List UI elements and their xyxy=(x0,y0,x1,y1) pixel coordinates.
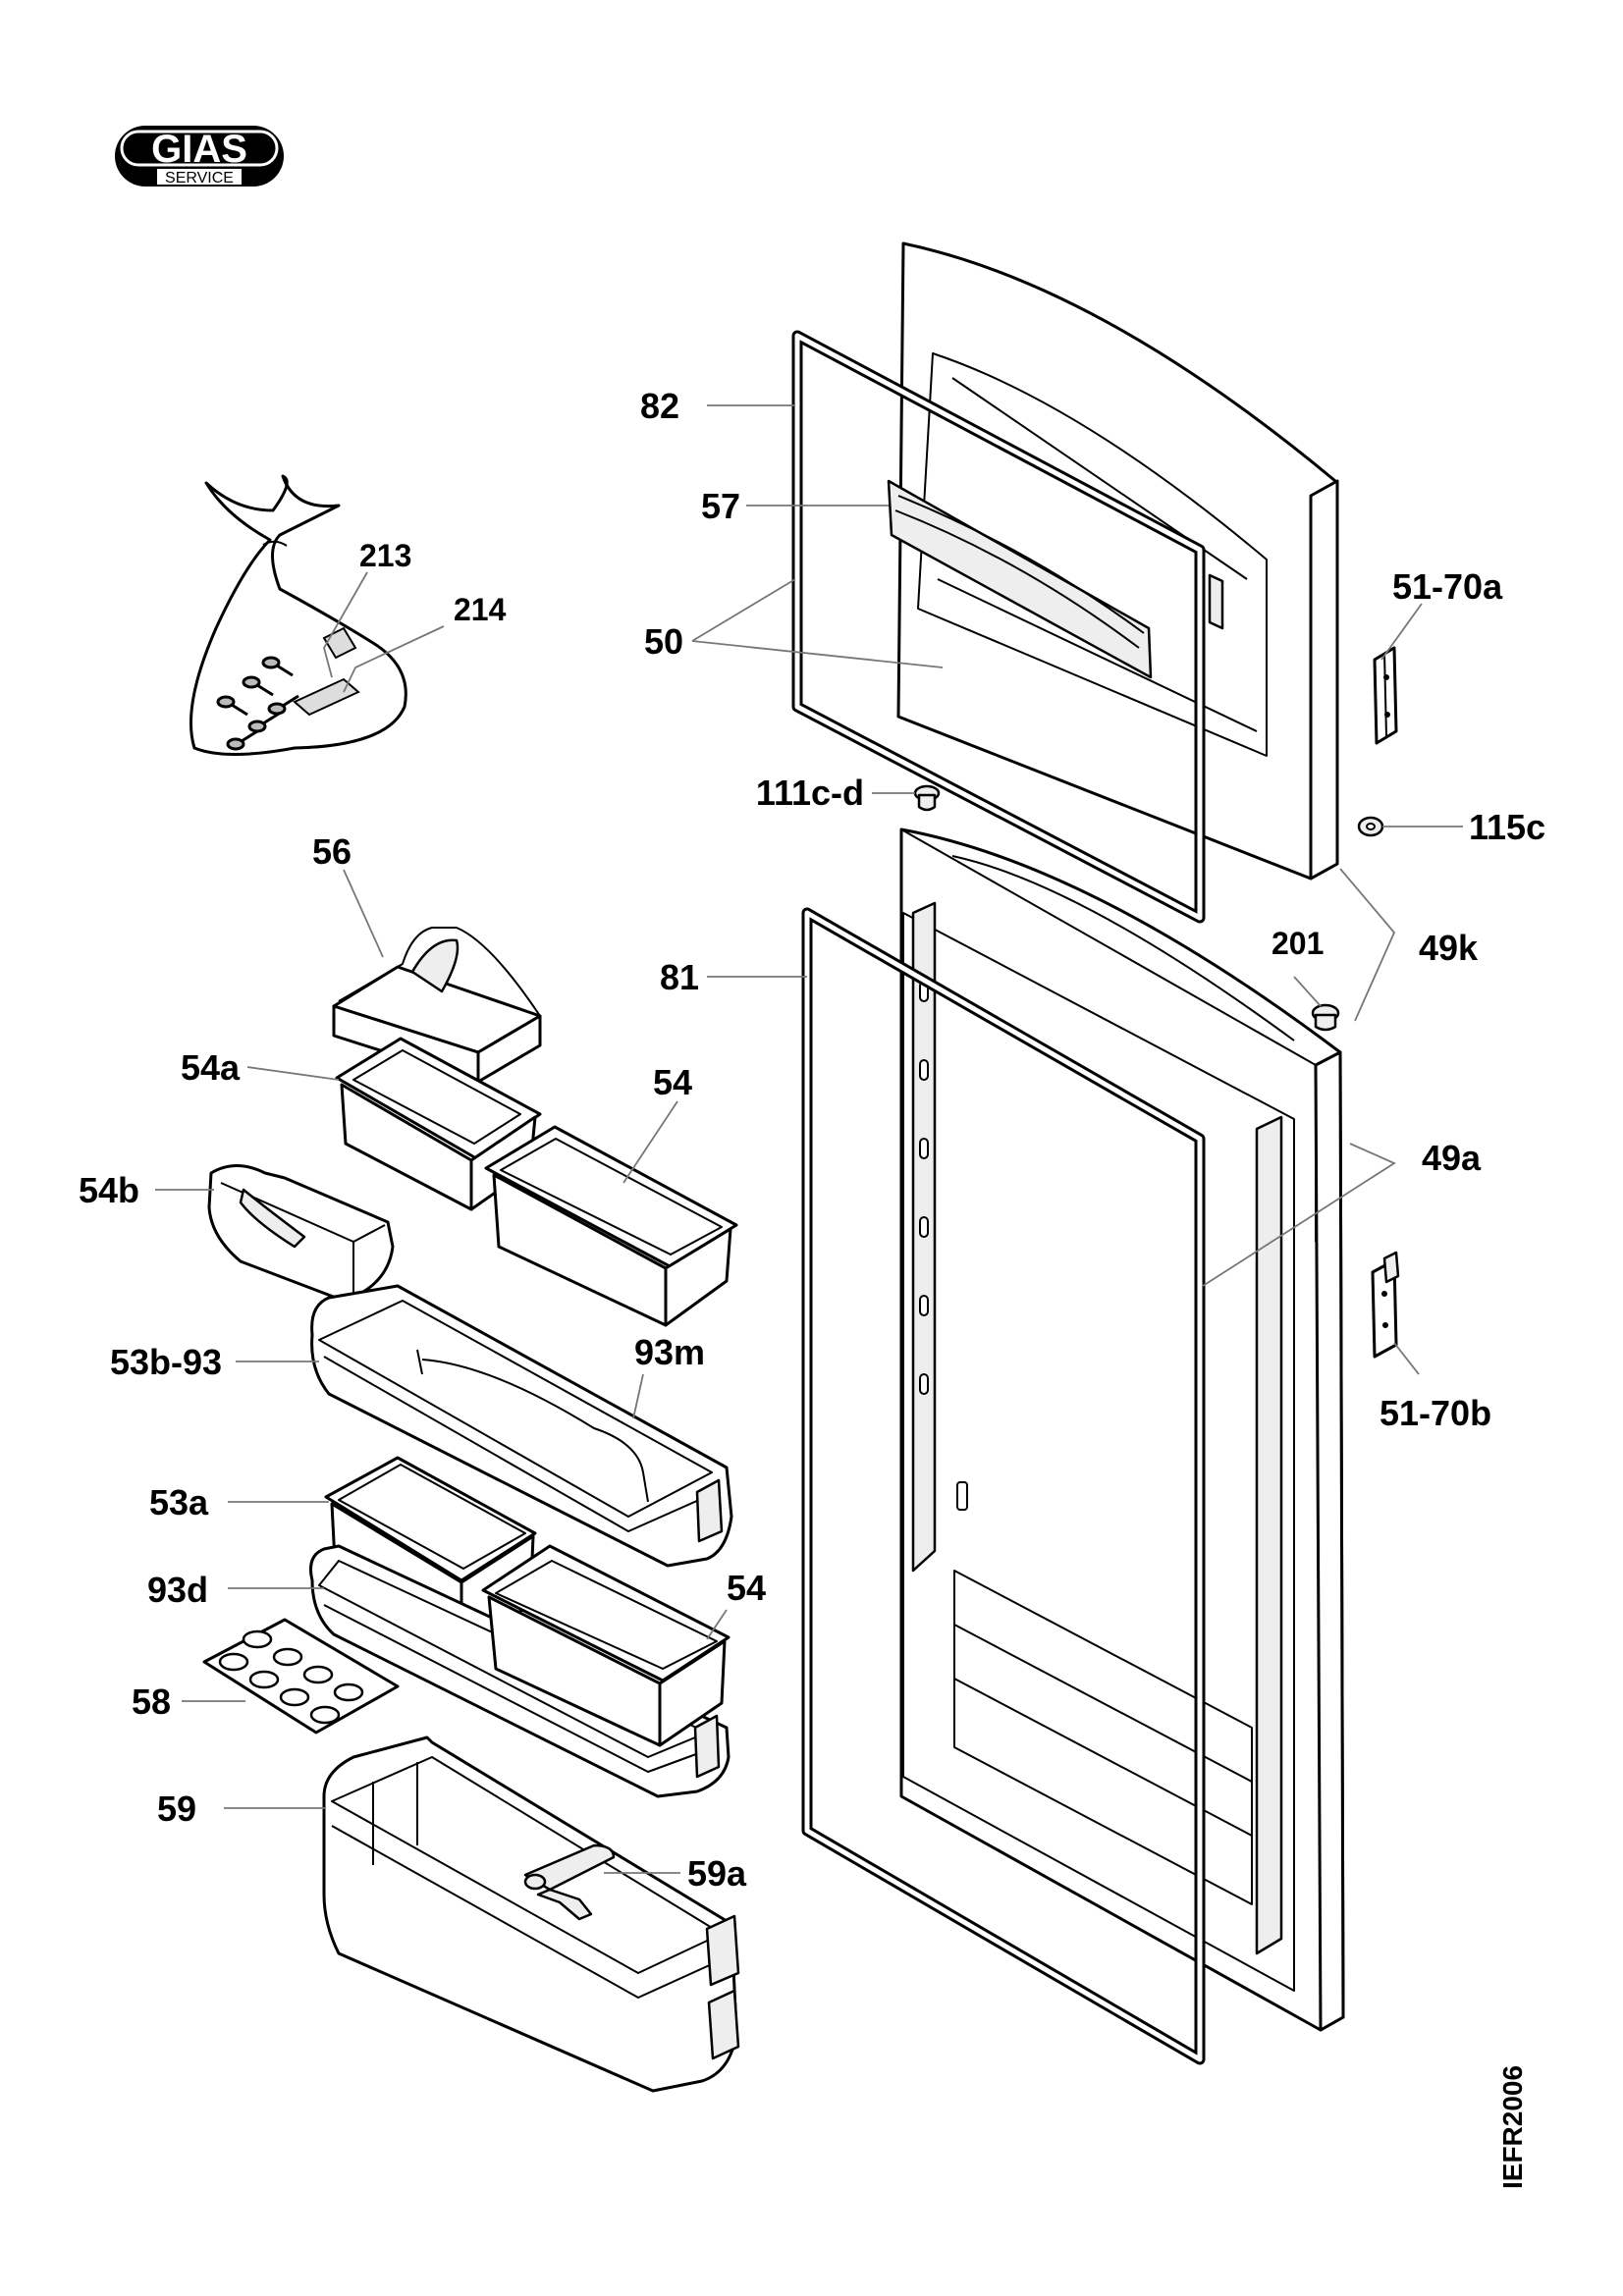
label-213: 213 xyxy=(359,538,411,573)
label-93d: 93d xyxy=(147,1570,208,1610)
label-59a: 59a xyxy=(687,1853,747,1894)
label-49k: 49k xyxy=(1419,928,1479,968)
bushing-111c-d xyxy=(913,784,941,812)
label-115c: 115c xyxy=(1469,807,1545,847)
label-111c-d: 111c-d xyxy=(756,773,864,813)
label-54a: 54a xyxy=(181,1047,241,1088)
drawing-code: IEFR2006 xyxy=(1497,2065,1528,2189)
door-shelf-53b-93 xyxy=(310,1284,733,1568)
label-53a: 53a xyxy=(149,1482,209,1522)
label-201: 201 xyxy=(1271,926,1324,961)
label-50: 50 xyxy=(644,621,683,662)
screw-bag-213-214 xyxy=(189,474,407,756)
label-54-top: 54 xyxy=(653,1062,692,1102)
label-51-70a: 51-70a xyxy=(1392,566,1503,607)
washer-115c xyxy=(1357,816,1384,837)
label-56: 56 xyxy=(312,831,352,872)
label-59: 59 xyxy=(157,1789,196,1829)
box-54-top xyxy=(484,1125,738,1327)
label-51-70b: 51-70b xyxy=(1380,1393,1491,1433)
fridge-door xyxy=(899,828,1345,2032)
freezer-door xyxy=(896,241,1339,881)
label-58: 58 xyxy=(132,1682,171,1722)
label-54-bottom: 54 xyxy=(727,1568,766,1608)
logo-tagline: SERVICE xyxy=(165,170,234,187)
bottle-shelf-59 xyxy=(322,1735,740,2093)
label-81: 81 xyxy=(660,957,699,997)
label-93m: 93m xyxy=(634,1332,705,1372)
bottle-stop-59a xyxy=(523,1843,616,1921)
label-57: 57 xyxy=(701,486,740,526)
label-49a: 49a xyxy=(1422,1138,1482,1178)
freezer-gasket-82 xyxy=(791,330,1206,924)
fridge-gasket-81 xyxy=(801,907,1206,2065)
box-54a xyxy=(335,1037,542,1211)
basket-54b xyxy=(207,1164,395,1303)
label-82: 82 xyxy=(640,386,679,426)
egg-tray-58 xyxy=(202,1618,400,1735)
part-labels: 82 57 50 51-70a 111c-d 115c 201 49k 81 4… xyxy=(79,386,1545,1894)
gias-service-logo: GIAS SERVICE xyxy=(115,126,284,187)
hinge-51-70b xyxy=(1371,1251,1400,1359)
label-54b: 54b xyxy=(79,1170,139,1210)
cap-201 xyxy=(1311,1003,1340,1032)
label-53b-93: 53b-93 xyxy=(110,1342,222,1382)
hinge-51-70a xyxy=(1373,646,1398,745)
label-214: 214 xyxy=(454,592,507,627)
logo-brand: GIAS xyxy=(151,128,247,171)
leader-lines xyxy=(155,404,1463,1874)
handle-57 xyxy=(887,479,1153,679)
box-54-bottom xyxy=(481,1544,730,1747)
